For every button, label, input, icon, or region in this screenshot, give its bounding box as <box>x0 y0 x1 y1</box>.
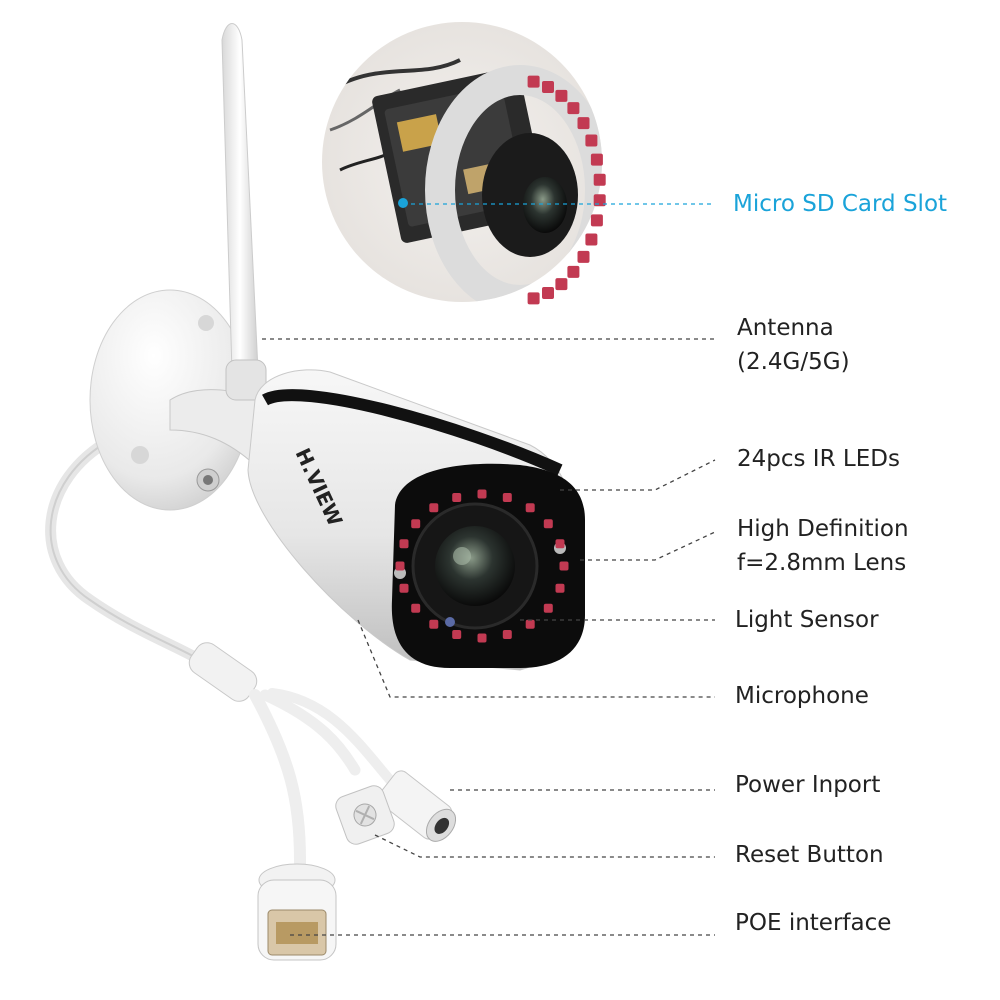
ir-led <box>542 287 554 299</box>
ir-led <box>502 493 512 502</box>
ir-led <box>567 265 580 278</box>
ir-led <box>429 503 439 513</box>
ir-led <box>543 519 553 529</box>
ir-led <box>477 489 487 499</box>
label-reset-button: Reset Button <box>735 842 884 868</box>
ir-led <box>555 539 565 549</box>
inset-ir-led-ring <box>527 75 606 305</box>
label-ir-leds: 24pcs IR LEDs <box>737 446 900 472</box>
label-micro-sd-card-slot: Micro SD Card Slot <box>733 191 948 217</box>
ir-led <box>593 194 606 207</box>
leader-lines <box>262 203 716 936</box>
reset-button-cap <box>335 785 395 845</box>
label-antenna: Antenna (2.4G/5G) <box>737 315 850 375</box>
ir-led <box>555 583 565 593</box>
ir-led <box>590 214 603 227</box>
ir-led <box>525 503 535 513</box>
inset-closeup <box>322 22 606 305</box>
ir-led <box>399 583 409 593</box>
ir-led <box>399 539 409 549</box>
label-lens: High Definition f=2.8mm Lens <box>737 516 909 576</box>
ir-led <box>543 603 553 613</box>
label-light-sensor: Light Sensor <box>735 607 879 633</box>
ir-led <box>452 630 462 639</box>
ir-led <box>567 102 580 115</box>
ir-led <box>542 81 554 93</box>
label-power-inport: Power Inport <box>735 772 881 798</box>
ir-led <box>429 619 439 629</box>
power-inport-connector <box>377 770 457 842</box>
ir-led <box>452 493 462 502</box>
ir-led <box>593 173 606 186</box>
ir-led <box>502 630 512 639</box>
sd-slot-marker <box>398 198 408 208</box>
ir-led <box>585 233 598 246</box>
ir-led <box>577 117 590 130</box>
ir-led <box>477 633 487 643</box>
ir-led <box>525 619 535 629</box>
poe-rj45-connector <box>257 859 337 961</box>
ir-led <box>555 89 568 102</box>
ir-led <box>527 292 540 305</box>
ir-led <box>559 561 569 571</box>
ir-led <box>395 561 405 571</box>
front-ir-led-ring <box>395 489 569 643</box>
ir-led <box>590 153 603 166</box>
cable-assembly <box>45 434 395 866</box>
label-poe-interface: POE interface <box>735 910 892 936</box>
ir-led <box>411 603 421 613</box>
ir-led <box>411 519 421 529</box>
ir-led <box>577 250 590 263</box>
ir-led <box>555 278 568 291</box>
ir-led <box>585 134 598 147</box>
ir-led <box>527 75 540 88</box>
antenna-rod <box>221 23 267 401</box>
label-microphone: Microphone <box>735 683 869 709</box>
camera-front-face <box>391 463 585 668</box>
